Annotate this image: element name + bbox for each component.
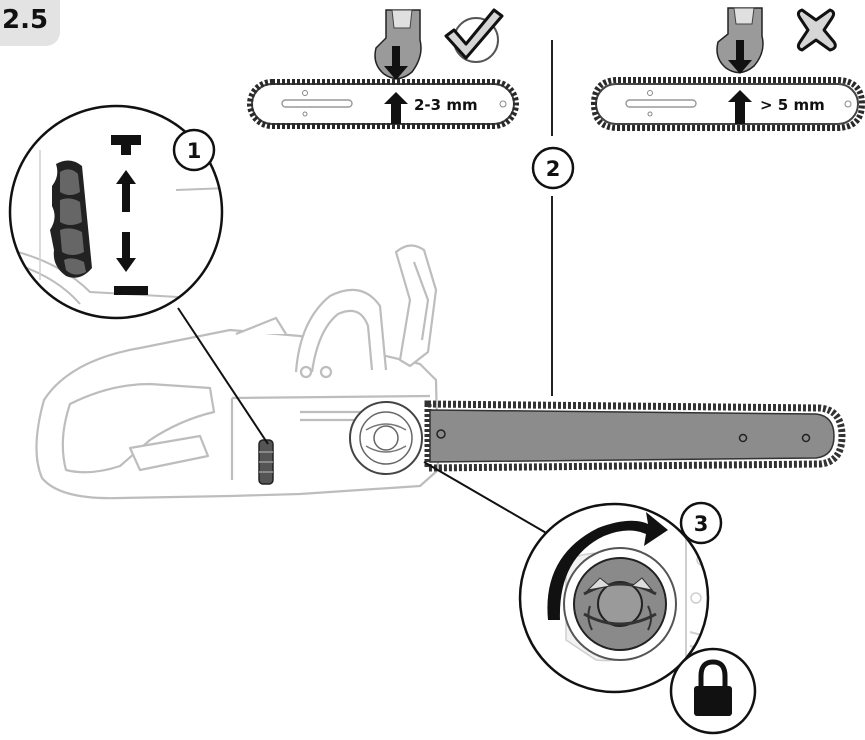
minus-icon	[114, 286, 148, 295]
bar-slot	[625, 99, 697, 108]
nose-hole	[499, 100, 507, 108]
bar-hole	[302, 90, 308, 96]
plus-icon	[111, 125, 141, 155]
callout-3-badge	[679, 501, 723, 545]
pull-down-arrow-icon	[384, 46, 408, 80]
bar-hole	[647, 111, 653, 117]
bar-hole	[647, 90, 653, 96]
checkmark-icon	[444, 8, 504, 63]
bar-hole	[302, 111, 308, 117]
nose-hole	[844, 100, 852, 108]
callout-3-number: 3	[694, 512, 709, 536]
knob-face	[563, 547, 677, 661]
incorrect-gap-label: > 5 mm	[760, 96, 825, 114]
correct-gap-label: 2-3 mm	[414, 96, 478, 114]
leader-line-3	[423, 461, 549, 535]
tension-wheel-closeup	[50, 160, 92, 278]
callout-1-badge	[172, 128, 216, 172]
leader-line-1	[177, 307, 269, 445]
chain-cover-knob-detail	[518, 502, 710, 694]
incorrect-tension-figure: > 5 mm	[590, 7, 865, 131]
guide-bar	[424, 400, 846, 472]
section-tab	[0, 0, 60, 46]
saw-chain-top-left	[247, 79, 519, 129]
decrease-arrow-icon	[116, 232, 136, 272]
bar-slot	[281, 99, 353, 108]
callout-2-number: 2	[546, 157, 561, 181]
callout-2-badge	[531, 146, 575, 190]
callout-1-number: 1	[187, 139, 202, 163]
increase-arrow-icon	[116, 170, 136, 212]
clockwise-arrow-icon	[547, 512, 668, 620]
chain-cover-knob	[349, 401, 423, 475]
padlock-icon	[669, 647, 757, 735]
hand-icon	[374, 9, 422, 80]
pull-down-arrow-icon	[728, 40, 752, 74]
section-number: 2.5	[2, 5, 49, 35]
gap-up-arrow-icon	[728, 90, 752, 124]
tension-adjust-detail	[8, 104, 224, 320]
correct-tension-figure: 2-3 mm	[247, 8, 519, 129]
saw-chain-top-right	[590, 77, 865, 131]
cross-icon	[796, 8, 837, 52]
chainsaw-body	[35, 244, 440, 500]
gap-up-arrow-icon	[384, 92, 408, 124]
